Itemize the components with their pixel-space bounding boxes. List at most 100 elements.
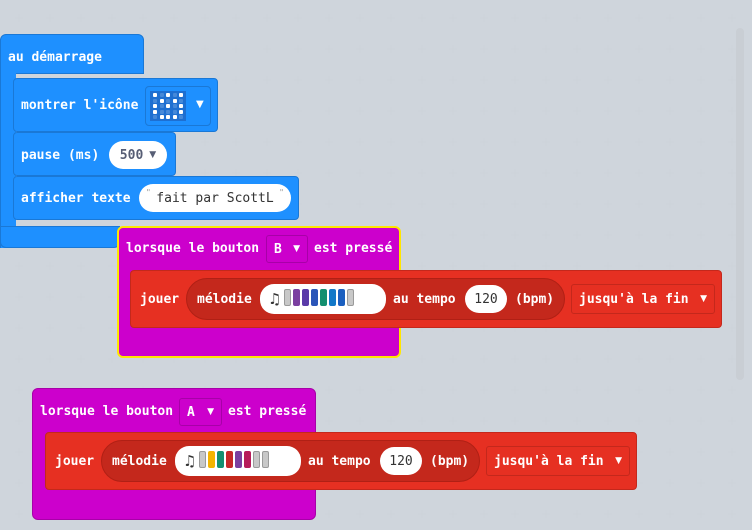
led-on	[153, 104, 157, 108]
button-a-dropdown[interactable]: A ▼	[179, 398, 222, 426]
melody-note-key	[235, 450, 243, 468]
grid-plus-icon: +	[448, 135, 459, 149]
pause-block[interactable]: pause (ms) 500 ▼	[13, 132, 176, 176]
grid-plus-icon: +	[479, 414, 490, 428]
play-mode-dropdown-b[interactable]: jusqu'à la fin ▼	[571, 284, 715, 314]
grid-plus-icon: +	[386, 11, 397, 25]
melody-note-key	[244, 450, 252, 468]
led-on	[153, 93, 157, 97]
grid-plus-icon: +	[355, 11, 366, 25]
tempo-input-a[interactable]: 120	[380, 447, 422, 475]
grid-plus-icon: +	[634, 445, 645, 459]
grid-plus-icon: +	[14, 414, 25, 428]
melody-editor-a[interactable]: ♫	[175, 446, 301, 476]
grid-plus-icon: +	[634, 135, 645, 149]
grid-plus-icon: +	[727, 104, 738, 118]
grid-plus-icon: +	[727, 507, 738, 521]
grid-plus-icon: +	[665, 383, 676, 397]
button-b-value: B	[274, 241, 282, 257]
button-b-dropdown[interactable]: B ▼	[266, 235, 308, 263]
grid-plus-icon: +	[572, 383, 583, 397]
grid-plus-icon: +	[14, 11, 25, 25]
grid-plus-icon: +	[355, 414, 366, 428]
on-start-label: au démarrage	[8, 50, 102, 65]
melody-reporter-b[interactable]: mélodie ♫ au tempo 120 (bpm)	[186, 278, 565, 320]
grid-plus-icon: +	[386, 104, 397, 118]
show-string-input[interactable]: " fait par ScottL "	[139, 184, 291, 212]
grid-plus-icon: +	[479, 135, 490, 149]
on-button-b-pressed-block[interactable]: lorsque le bouton B ▼ est pressé	[117, 226, 401, 358]
grid-plus-icon: +	[14, 445, 25, 459]
led-off	[153, 98, 157, 103]
grid-plus-icon: +	[355, 383, 366, 397]
pause-label: pause (ms)	[21, 148, 100, 163]
grid-plus-icon: +	[603, 507, 614, 521]
grid-plus-icon: +	[541, 383, 552, 397]
grid-plus-icon: +	[727, 73, 738, 87]
grid-plus-icon: +	[541, 228, 552, 242]
grid-plus-icon: +	[665, 321, 676, 335]
grid-plus-icon: +	[541, 414, 552, 428]
grid-plus-icon: +	[603, 321, 614, 335]
grid-plus-icon: +	[262, 104, 273, 118]
grid-plus-icon: +	[634, 166, 645, 180]
melody-note-key	[293, 288, 301, 306]
grid-plus-icon: +	[448, 166, 459, 180]
grid-plus-icon: +	[572, 104, 583, 118]
led-off	[179, 115, 183, 119]
grid-plus-icon: +	[634, 104, 645, 118]
on-start-block[interactable]: au démarrage	[0, 34, 144, 74]
melody-editor-b[interactable]: ♫	[260, 284, 386, 314]
grid-plus-icon: +	[572, 42, 583, 56]
grid-plus-icon: +	[603, 42, 614, 56]
play-melody-block-b[interactable]: jouer mélodie ♫ au tempo 120 (bpm) jusqu…	[130, 270, 722, 328]
grid-plus-icon: +	[510, 507, 521, 521]
grid-plus-icon: +	[634, 73, 645, 87]
tempo-input-b[interactable]: 120	[465, 285, 507, 313]
play-mode-dropdown-a[interactable]: jusqu'à la fin ▼	[486, 446, 630, 476]
grid-plus-icon: +	[107, 352, 118, 366]
grid-plus-icon: +	[293, 104, 304, 118]
grid-plus-icon: +	[231, 11, 242, 25]
melody-note-key	[226, 450, 234, 468]
melody-reporter-a[interactable]: mélodie ♫ au tempo 120 (bpm)	[101, 440, 480, 482]
grid-plus-icon: +	[448, 73, 459, 87]
melody-note-key	[262, 450, 270, 468]
grid-plus-icon: +	[417, 73, 428, 87]
led-on	[153, 109, 157, 114]
grid-plus-icon: +	[634, 352, 645, 366]
pause-value-dropdown[interactable]: 500 ▼	[109, 141, 167, 169]
chevron-down-icon: ▼	[149, 150, 157, 160]
led-on	[179, 104, 183, 108]
grid-plus-icon: +	[200, 11, 211, 25]
grid-plus-icon: +	[665, 135, 676, 149]
grid-plus-icon: +	[324, 104, 335, 118]
show-icon-block[interactable]: montrer l'icône ▼	[13, 78, 218, 132]
grid-plus-icon: +	[727, 166, 738, 180]
grid-plus-icon: +	[448, 321, 459, 335]
grid-plus-icon: +	[572, 135, 583, 149]
vertical-scrollbar[interactable]	[736, 28, 744, 380]
grid-plus-icon: +	[386, 166, 397, 180]
grid-plus-icon: +	[665, 42, 676, 56]
grid-plus-icon: +	[572, 228, 583, 242]
grid-plus-icon: +	[634, 414, 645, 428]
grid-plus-icon: +	[45, 259, 56, 273]
led-on	[179, 93, 183, 97]
led-on	[159, 98, 164, 103]
play-melody-block-a[interactable]: jouer mélodie ♫ au tempo 120 (bpm) jusqu…	[45, 432, 637, 490]
grid-plus-icon: +	[324, 73, 335, 87]
grid-plus-icon: +	[572, 259, 583, 273]
icon-dropdown[interactable]: ▼	[145, 86, 211, 126]
grid-plus-icon: +	[479, 104, 490, 118]
grid-plus-icon: +	[510, 228, 521, 242]
grid-plus-icon: +	[510, 383, 521, 397]
grid-plus-icon: +	[603, 104, 614, 118]
melody-keys-a	[199, 450, 271, 472]
grid-plus-icon: +	[479, 352, 490, 366]
grid-plus-icon: +	[665, 414, 676, 428]
grid-plus-icon: +	[417, 104, 428, 118]
grid-plus-icon: +	[355, 42, 366, 56]
grid-plus-icon: +	[541, 42, 552, 56]
show-string-block[interactable]: afficher texte " fait par ScottL "	[13, 176, 299, 220]
